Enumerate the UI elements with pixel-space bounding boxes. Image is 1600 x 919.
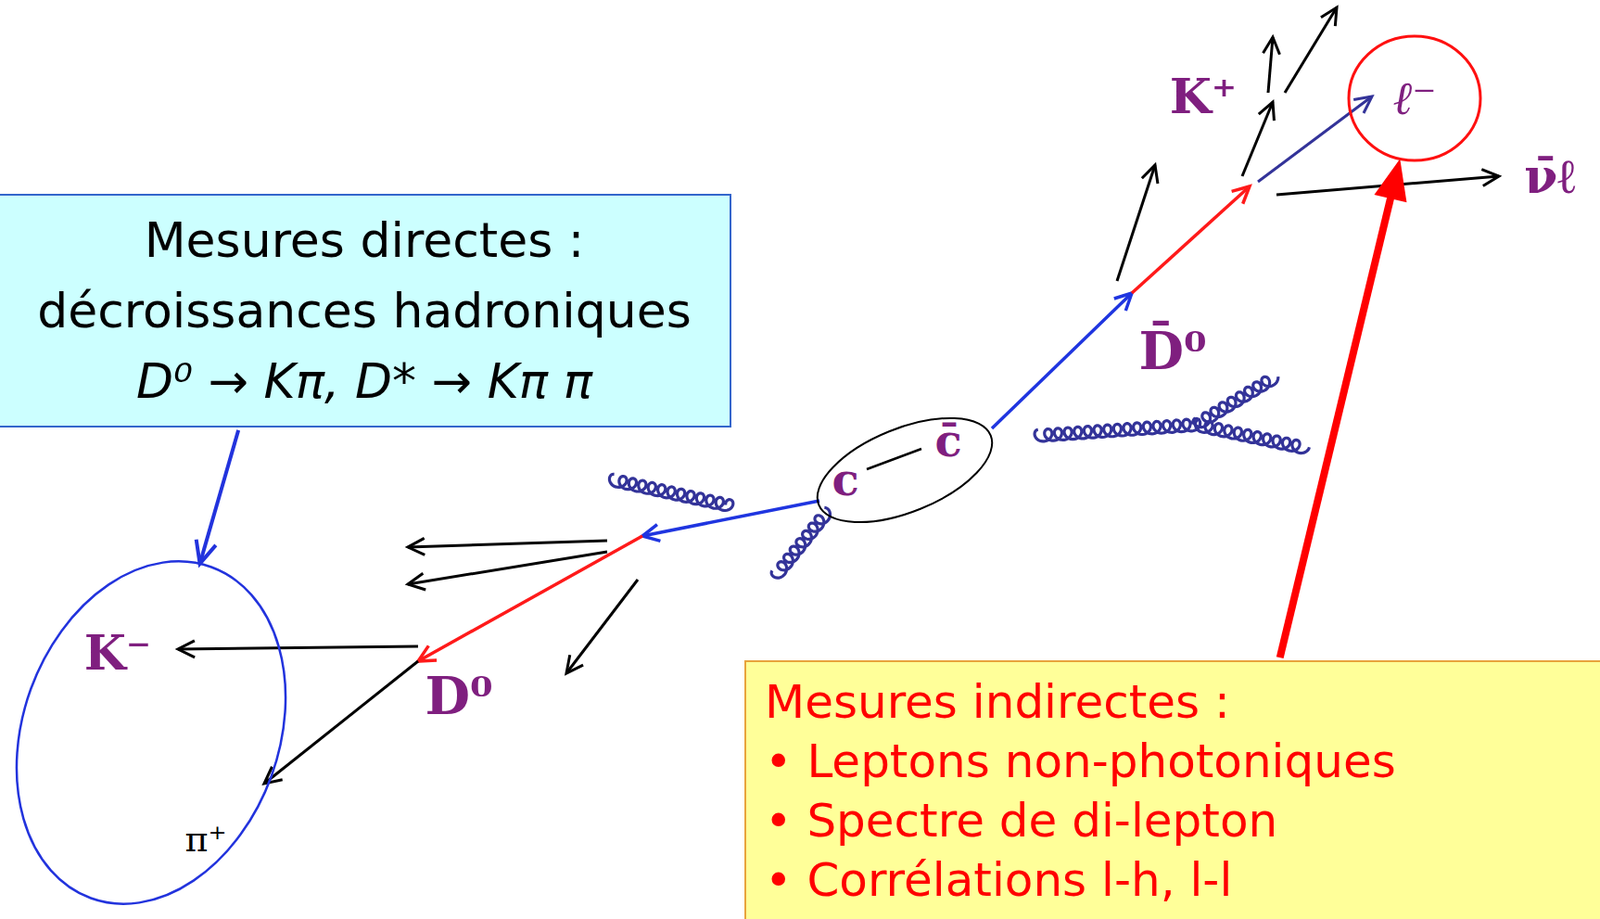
connector-line (1280, 192, 1393, 658)
particle-label: K⁻ (84, 628, 153, 677)
particle-track (642, 500, 820, 541)
particle-track (418, 535, 643, 661)
box-line: • Spectre de di-lepton (764, 790, 1596, 851)
particle-track (1131, 186, 1250, 293)
gluon-line (1034, 418, 1201, 441)
track-line (1131, 186, 1250, 293)
gluon-line (609, 473, 733, 510)
track-line (407, 551, 608, 585)
particle-track (1284, 7, 1337, 93)
quark-pair-ellipse: c c̄ (813, 416, 996, 524)
track-line (1284, 7, 1337, 93)
box-line: • Leptons non-photoniques (764, 731, 1596, 791)
particle-label: ν̄ℓ (1523, 152, 1576, 201)
arrow-head (1114, 292, 1132, 311)
particle-track (1257, 96, 1372, 182)
arrow-head (1142, 165, 1158, 184)
particle-track (407, 537, 608, 555)
box-line: • Corrélations l-h, l-l (764, 850, 1596, 910)
particle-track (1242, 101, 1274, 177)
arrow-head (1373, 158, 1407, 203)
gluon-line (1193, 376, 1279, 428)
gluon-line (1194, 419, 1309, 453)
particle-label: D⁰ (424, 669, 493, 722)
particle-label: π⁺ (184, 821, 227, 857)
particle-label: c̄ (934, 418, 962, 463)
gluon-line (771, 507, 830, 578)
arrow-head (642, 524, 661, 542)
arrow-head (566, 654, 584, 674)
ellipse-shape (0, 522, 332, 919)
particle-label: K⁺ (1169, 72, 1238, 121)
connector-line (200, 430, 240, 564)
particle-track (1117, 165, 1158, 281)
particle-track (177, 640, 419, 658)
track-line (1117, 165, 1156, 281)
pointer-arrow (1280, 158, 1408, 658)
track-line (418, 535, 643, 661)
note-box: Mesures indirectes :• Leptons non-photon… (744, 660, 1600, 919)
particle-label: ℓ⁻ (1392, 75, 1436, 122)
arrow-head (1231, 186, 1250, 204)
pair-bond-line (866, 448, 922, 470)
hadron-pair-ellipse: K⁻ π⁺ (12, 552, 291, 913)
ellipse-shape (1348, 36, 1481, 161)
box-line: décroissances hadroniques (17, 275, 712, 346)
pointer-arrow (196, 430, 239, 564)
particle-label: c (831, 457, 859, 502)
arrow-head (407, 572, 426, 590)
box-line: D⁰ → Kπ, D* → Kπ π (17, 345, 712, 417)
particle-track (264, 660, 419, 784)
track-line (566, 579, 638, 674)
arrow-head (177, 640, 195, 658)
particle-track (991, 292, 1132, 429)
track-line (1257, 96, 1372, 182)
arrow-head (1481, 169, 1499, 187)
particle-label: D̄⁰ (1138, 324, 1207, 377)
box-heading: Mesures indirectes : (764, 672, 1596, 732)
arrow-head (1263, 37, 1281, 55)
ellipse-shape (802, 396, 1006, 544)
arrow-head (407, 537, 425, 555)
box-heading: Mesures directes : (17, 204, 712, 276)
track-line (177, 646, 419, 649)
ellipse-outline (12, 552, 291, 913)
arrow-head (418, 645, 437, 661)
track-line (264, 660, 419, 784)
track-line (407, 540, 608, 547)
note-box: Mesures directes :décroissances hadroniq… (0, 193, 732, 428)
track-line (1242, 101, 1273, 177)
arrow-head (1258, 101, 1275, 121)
track-line (642, 500, 820, 536)
particle-track (407, 551, 608, 590)
arrow-head (1353, 96, 1372, 114)
lepton-circle: ℓ⁻ (1347, 35, 1482, 162)
particle-track (1263, 37, 1281, 93)
arrow-head (196, 539, 216, 564)
arrow-head (1320, 7, 1337, 26)
particle-track (566, 579, 638, 674)
track-line (991, 292, 1132, 429)
